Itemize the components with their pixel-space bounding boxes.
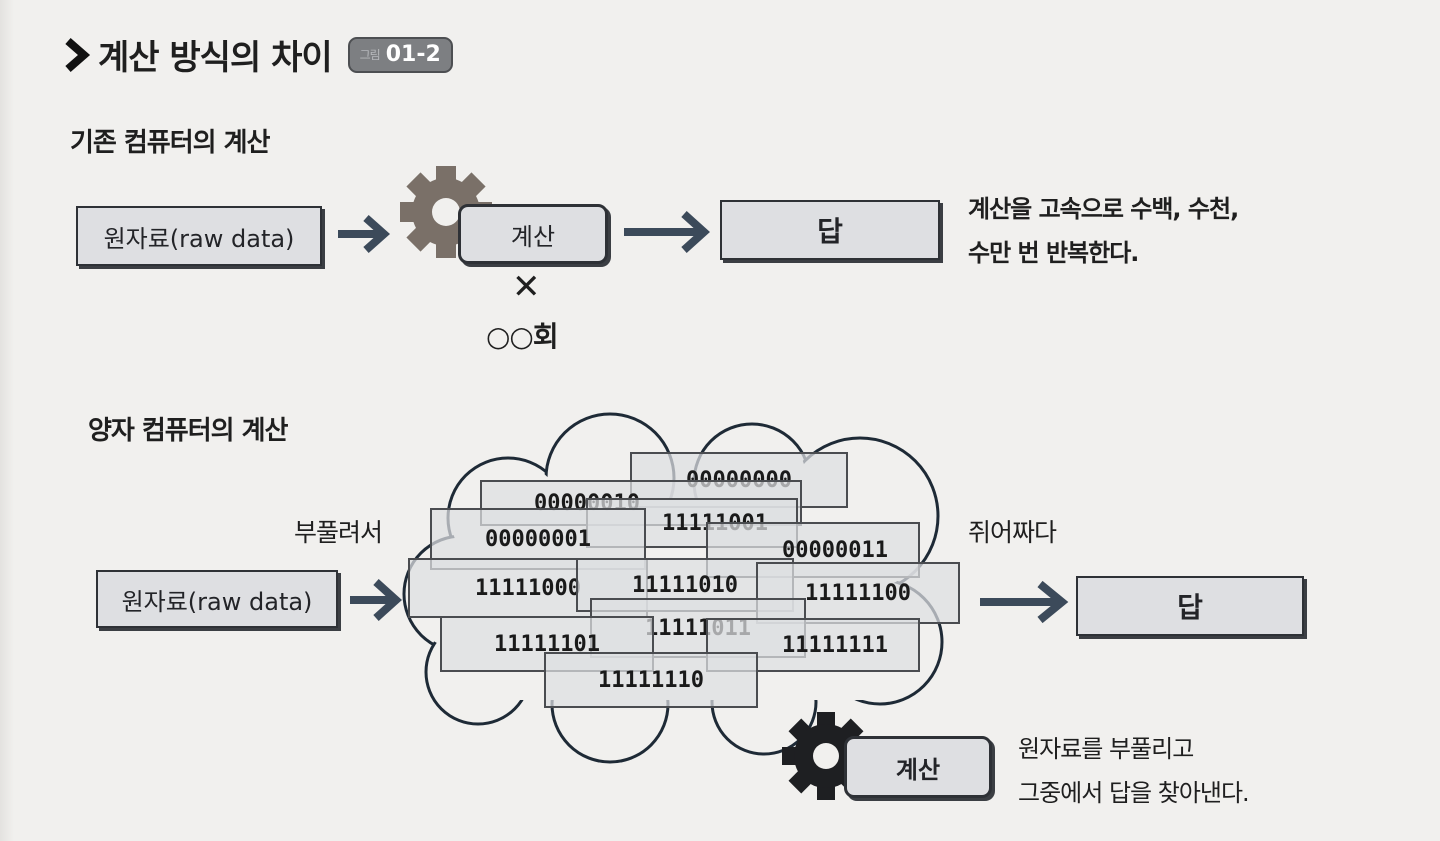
quantum-note-line2: 그중에서 답을 찾아낸다. bbox=[1018, 779, 1250, 807]
quantum-note-line1: 원자료를 부풀리고 bbox=[1018, 735, 1194, 763]
classical-answer-label: 답 bbox=[817, 215, 843, 248]
chevron-right-icon bbox=[65, 37, 91, 72]
repeat-count: ○○회 bbox=[486, 320, 559, 353]
arrow-right-icon bbox=[350, 579, 402, 621]
squeeze-label: 쥐어짜다 bbox=[968, 518, 1057, 547]
page-shadow bbox=[0, 0, 14, 841]
heading-title: 계산 방식의 차이 bbox=[98, 38, 333, 78]
expand-label: 부풀려서 bbox=[294, 518, 383, 547]
classical-input-box: 원자료(raw data) bbox=[76, 206, 322, 266]
quantum-compute-label: 계산 bbox=[895, 755, 941, 784]
multiply-icon: ✕ bbox=[512, 267, 540, 307]
classical-note-line1: 계산을 고속으로 수백, 수천, bbox=[968, 195, 1239, 223]
classical-note-line2: 수만 번 반복한다. bbox=[968, 239, 1139, 267]
classical-input-label: 원자료(raw data) bbox=[103, 224, 295, 253]
figure-badge-number: 01-2 bbox=[385, 42, 441, 67]
figure-badge-label: 그림 bbox=[359, 48, 381, 62]
classical-compute-box: 계산 bbox=[458, 204, 608, 264]
quantum-input-box: 원자료(raw data) bbox=[96, 570, 338, 628]
quantum-section-title: 양자 컴퓨터의 계산 bbox=[88, 416, 288, 446]
figure-badge: 그림 01-2 bbox=[347, 36, 453, 73]
quantum-input-label: 원자료(raw data) bbox=[121, 587, 313, 616]
classical-answer-box: 답 bbox=[720, 200, 940, 260]
quantum-answer-label: 답 bbox=[1177, 591, 1203, 624]
arrow-right-icon bbox=[624, 211, 710, 253]
binary-box: 11111111 bbox=[706, 618, 920, 672]
arrow-right-icon bbox=[980, 580, 1069, 624]
section-heading: 계산 방식의 차이 그림 01-2 bbox=[60, 30, 453, 79]
binary-box: 11111010 bbox=[576, 558, 794, 612]
quantum-compute-box: 계산 bbox=[844, 736, 992, 798]
classical-compute-label: 계산 bbox=[510, 222, 556, 251]
binary-box: 11111110 bbox=[544, 652, 758, 708]
arrow-right-icon bbox=[338, 215, 391, 253]
quantum-answer-box: 답 bbox=[1076, 576, 1304, 636]
classical-section-title: 기존 컴퓨터의 계산 bbox=[70, 128, 270, 158]
